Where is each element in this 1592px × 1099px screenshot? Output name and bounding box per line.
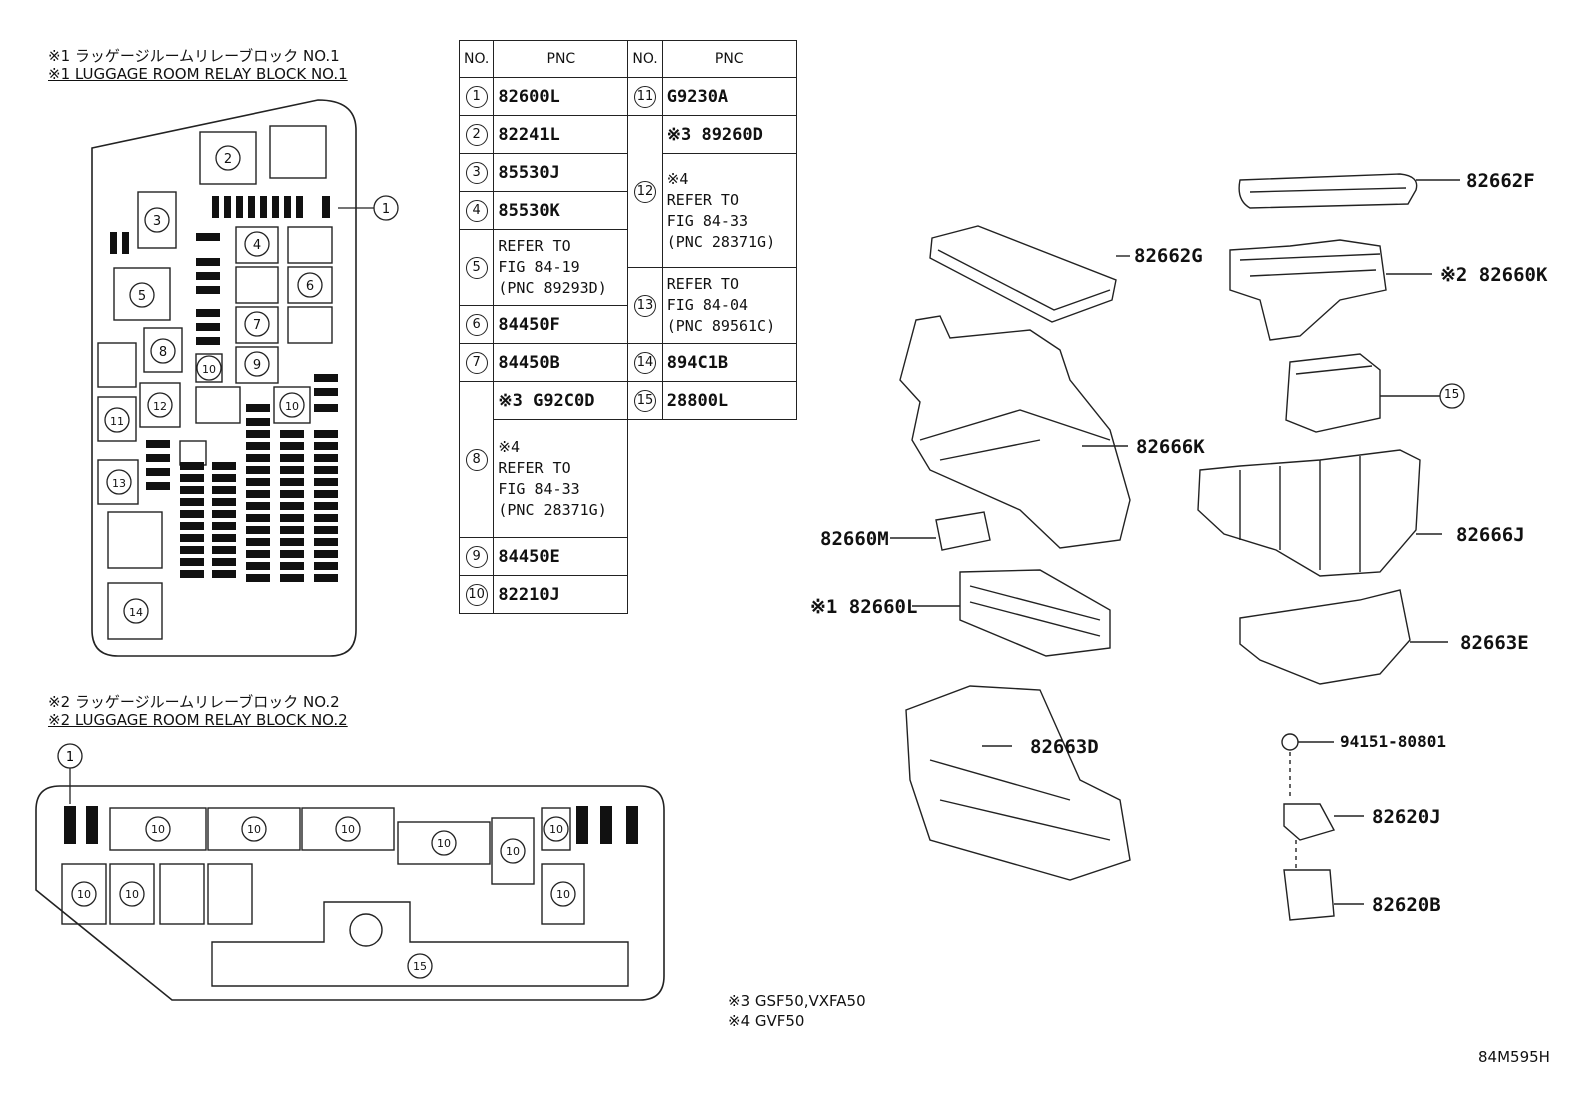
row-number: 9 xyxy=(465,545,488,568)
part-15 xyxy=(1285,353,1381,433)
pnc-cell: 85530J xyxy=(493,153,629,192)
nut-94151 xyxy=(1281,733,1299,751)
svg-text:10: 10 xyxy=(341,823,355,836)
svg-text:10: 10 xyxy=(549,823,563,836)
svg-text:5: 5 xyxy=(138,289,146,304)
row-number: 12 xyxy=(634,180,657,203)
header-no: NO. xyxy=(458,40,495,78)
callout-82620J: 82620J xyxy=(1372,806,1441,828)
svg-text:1: 1 xyxy=(382,202,390,217)
row-number: 10 xyxy=(465,583,488,606)
svg-text:8: 8 xyxy=(159,345,167,360)
svg-text:6: 6 xyxy=(306,279,314,294)
row-number: 5 xyxy=(465,256,488,279)
svg-text:3: 3 xyxy=(153,214,161,229)
svg-text:10: 10 xyxy=(285,400,299,413)
row-number: 7 xyxy=(465,351,488,374)
bracket-82620J xyxy=(1283,803,1336,841)
pnc-cell: 84450F xyxy=(493,305,629,344)
callout-82666J: 82666J xyxy=(1456,524,1525,546)
row-number: 3 xyxy=(465,161,488,184)
header-pnc: PNC xyxy=(661,40,797,78)
callout-part-15: 15 xyxy=(1444,387,1460,401)
pnc-cell: ※3 89260D xyxy=(661,115,797,154)
pnc-cell: REFER TO FIG 84-04 (PNC 89561C) xyxy=(661,267,797,344)
svg-text:10: 10 xyxy=(151,823,165,836)
pnc-cell: 82210J xyxy=(493,575,629,614)
callout-82660M: 82660M xyxy=(820,528,889,550)
cover-82662G xyxy=(929,225,1117,323)
svg-text:10: 10 xyxy=(247,823,261,836)
pnc-cell: ※4 REFER TO FIG 84-33 (PNC 28371G) xyxy=(661,153,797,268)
svg-text:10: 10 xyxy=(437,837,451,850)
pnc-cell: ※3 G92C0D xyxy=(493,381,629,420)
callout-82662G: 82662G xyxy=(1134,245,1203,267)
callout-82663D: 82663D xyxy=(1030,736,1099,758)
svg-text:13: 13 xyxy=(112,477,126,490)
cover-82662F xyxy=(1238,173,1418,209)
block1-title-en: ※1 LUGGAGE ROOM RELAY BLOCK NO.1 xyxy=(48,65,348,83)
pnc-cell: 82600L xyxy=(493,77,629,116)
callout-82620B: 82620B xyxy=(1372,894,1441,916)
figure-id: 84M595H xyxy=(1478,1048,1550,1066)
block2-title-jp: ※2 ラッゲージルームリレーブロック NO.2 xyxy=(48,693,340,711)
exploded-parts-diagram xyxy=(890,173,1465,921)
callout-82662F: 82662F xyxy=(1466,170,1535,192)
pnc-cell: ※4 REFER TO FIG 84-33 (PNC 28371G) xyxy=(493,419,629,538)
pnc-cell: G9230A xyxy=(661,77,797,116)
row-number: 15 xyxy=(634,389,657,412)
pnc-cell: 85530K xyxy=(493,191,629,230)
part-82660M xyxy=(935,511,991,551)
header-pnc: PNC xyxy=(493,40,629,78)
svg-text:14: 14 xyxy=(129,606,143,619)
block1-title-jp: ※1 ラッゲージルームリレーブロック NO.1 xyxy=(48,47,340,65)
svg-text:4: 4 xyxy=(253,238,261,253)
callout-82660L: ※1 82660L xyxy=(810,596,918,618)
block-82620B xyxy=(1283,869,1335,921)
tray-82663D xyxy=(905,685,1131,881)
pnc-cell: 84450B xyxy=(493,343,629,382)
callout-82660K: ※2 82660K xyxy=(1440,264,1548,286)
box-82666J xyxy=(1197,449,1421,577)
svg-text:10: 10 xyxy=(506,845,520,858)
box-82666K xyxy=(899,315,1131,549)
pnc-cell: 84450E xyxy=(493,537,629,576)
pnc-cell: 28800L xyxy=(661,381,797,420)
svg-text:10: 10 xyxy=(77,888,91,901)
callout-94151-80801: 94151-80801 xyxy=(1340,732,1446,751)
row-number: 4 xyxy=(465,199,488,222)
footnote-4: ※4 GVF50 xyxy=(728,1012,805,1030)
row-number: 1 xyxy=(465,85,488,108)
block2-title-en: ※2 LUGGAGE ROOM RELAY BLOCK NO.2 xyxy=(48,711,348,729)
pnc-cell: REFER TO FIG 84-19 (PNC 89293D) xyxy=(493,229,629,306)
svg-text:7: 7 xyxy=(253,318,261,333)
row-number: 8 xyxy=(465,448,488,471)
svg-text:11: 11 xyxy=(110,415,124,428)
footnote-3: ※3 GSF50,VXFA50 xyxy=(728,992,866,1010)
pnc-table: NO. PNC NO. PNC 1 82600L 11 G9230A 2 822… xyxy=(458,40,797,614)
pnc-cell: 82241L xyxy=(493,115,629,154)
svg-text:10: 10 xyxy=(125,888,139,901)
part-82660L xyxy=(959,569,1111,657)
pnc-cell: 894C1B xyxy=(661,343,797,382)
callout-82666K: 82666K xyxy=(1136,436,1205,458)
row-number: 14 xyxy=(634,351,657,374)
svg-text:2: 2 xyxy=(224,152,232,167)
svg-text:1: 1 xyxy=(66,750,74,765)
row-number: 2 xyxy=(465,123,488,146)
svg-text:10: 10 xyxy=(556,888,570,901)
svg-text:10: 10 xyxy=(202,363,216,376)
row-number: 6 xyxy=(465,313,488,336)
row-number: 13 xyxy=(634,294,657,317)
tray-82663E xyxy=(1239,589,1411,685)
svg-text:15: 15 xyxy=(413,960,427,973)
callout-82663E: 82663E xyxy=(1460,632,1529,654)
row-number: 11 xyxy=(634,85,657,108)
svg-text:12: 12 xyxy=(153,400,167,413)
relay-block-82660K xyxy=(1229,239,1387,341)
svg-text:9: 9 xyxy=(253,358,261,373)
header-no: NO. xyxy=(627,40,663,78)
relay-block-2-diagram: 1 10 10 10 10 10 10 10 10 10 15 xyxy=(35,743,665,1001)
